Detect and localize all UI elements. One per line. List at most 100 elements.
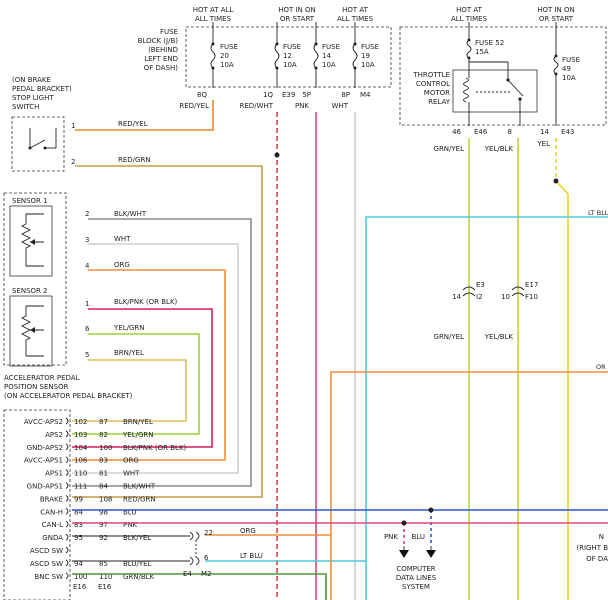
ecm-wire-label: GRN/BLK bbox=[123, 573, 155, 581]
sensor-1-pin-3: 3 bbox=[85, 236, 89, 244]
ecm-bottom-e4: E4 bbox=[183, 570, 192, 578]
ecm-terminal-icon bbox=[65, 417, 69, 425]
wire-label-wht-top: WHT bbox=[332, 102, 349, 110]
fuse-52-name: FUSE 52 bbox=[475, 39, 504, 47]
wire-label-brn-yel: BRN/YEL bbox=[114, 349, 144, 357]
ecm-wire-label: PNK bbox=[123, 521, 137, 529]
fuse-20-icon bbox=[210, 42, 216, 70]
fuse-52-icon bbox=[466, 38, 472, 60]
hot-in-on-header-2b: OR START bbox=[539, 15, 574, 23]
ecm-pin-a: 100 bbox=[74, 573, 87, 581]
ecm-pin-b: 108 bbox=[99, 495, 112, 503]
wire-org-right bbox=[205, 371, 608, 600]
data-line-pnk-label: PNK bbox=[384, 533, 398, 541]
hot-at-all-times-header-1b: ALL TIMES bbox=[195, 15, 232, 23]
ecm-bottom-m2: M2 bbox=[201, 570, 212, 578]
wire-label-red-yel-top: RED/YEL bbox=[179, 102, 209, 110]
data-lines-label-1: DATA LINES bbox=[396, 574, 437, 582]
ecm-pin-b: 92 bbox=[99, 534, 108, 542]
data-line-arrow-blu-icon bbox=[426, 546, 436, 558]
ecm-wire-label: BLK/YEL bbox=[123, 534, 151, 542]
fuse-14-name: FUSE bbox=[322, 43, 340, 51]
wire-blk-pnk bbox=[72, 308, 213, 448]
wire-label-blk-pnk: BLK/PNK (OR BLK) bbox=[114, 298, 178, 306]
wire-org bbox=[72, 269, 226, 461]
wire-blu bbox=[72, 507, 608, 546]
connector-e3-bottom: I2 bbox=[476, 293, 483, 301]
fuse-52-amp: 15A bbox=[475, 48, 489, 56]
fuse-14-num: 14 bbox=[322, 52, 331, 60]
sensor-2-label: SENSOR 2 bbox=[12, 287, 48, 295]
wire-label-red-yel: RED/YEL bbox=[118, 120, 148, 128]
fuse-19-icon bbox=[352, 42, 358, 70]
accel-label-0: ACCELERATOR PEDAL bbox=[4, 374, 80, 382]
ecm-pin-a: 84 bbox=[74, 508, 83, 516]
fuse-block-box bbox=[185, 26, 392, 88]
relay-terminal-e43: E43 bbox=[561, 128, 574, 136]
fuse-19-num: 19 bbox=[361, 52, 370, 60]
wire-label-grn-yel-mid: GRN/YEL bbox=[434, 333, 465, 341]
ecm-terminal-icon bbox=[65, 507, 69, 515]
brake-switch-label-2: STOP LIGHT bbox=[12, 94, 54, 102]
relay-label-1: CONTROL bbox=[416, 80, 450, 88]
ecm-wire-label: BLU/YEL bbox=[123, 560, 152, 568]
ecm-terminal-icon bbox=[65, 443, 69, 451]
hot-at-all-times-header-2b: ALL TIMES bbox=[337, 15, 374, 23]
brake-switch-label-1: PEDAL BRACKET) bbox=[12, 85, 72, 93]
ecm-pin-name: AVCC-APS2 bbox=[24, 418, 63, 426]
wire-blk-wht bbox=[72, 218, 252, 487]
ecm-pin-name: CAN-L bbox=[42, 521, 63, 529]
ecm-terminal-icon bbox=[65, 456, 69, 464]
fuse-block-label-1: BLOCK (J/B) bbox=[138, 37, 179, 45]
accel-label-1: POSITION SENSOR bbox=[4, 383, 69, 391]
throttle-control-motor-relay bbox=[452, 69, 538, 113]
stop-light-switch-icon bbox=[28, 128, 57, 150]
ecm-pin-b: 83 bbox=[99, 457, 108, 465]
ecm-wire-label: BLK/PNK (OR BLK) bbox=[123, 444, 187, 452]
ecm-pin-name: ASCD SW bbox=[30, 547, 63, 555]
ascd-pin-6: 6 bbox=[204, 554, 209, 562]
ecm-pin-a: 110 bbox=[74, 470, 87, 478]
fuse-12-name: FUSE bbox=[283, 43, 301, 51]
ecm-wire-label: BRN/YEL bbox=[123, 418, 153, 426]
ecm-wire-label: YEL/GRN bbox=[122, 431, 153, 439]
relay-terminal-e46: E46 bbox=[474, 128, 488, 136]
fuse-49-num: 49 bbox=[562, 65, 571, 73]
wire-label-lt-blu-right: LT BLU bbox=[588, 209, 608, 217]
ecm-pin-a: 106 bbox=[74, 457, 88, 465]
terminal-1q: 1Q bbox=[263, 91, 273, 99]
ecm-pin-name: APS1 bbox=[45, 470, 63, 478]
wire-red-wht bbox=[274, 112, 280, 600]
sensor-2-box bbox=[9, 295, 53, 367]
wire-label-org-ascd: ORG bbox=[240, 527, 256, 535]
connector-e17-icon bbox=[511, 286, 525, 297]
sensor-1-box bbox=[9, 205, 53, 277]
ecm-pin-name: GND-APS2 bbox=[27, 444, 63, 452]
ecm-pin-a: 111 bbox=[74, 483, 87, 491]
terminal-8p: 8P bbox=[341, 91, 350, 99]
ecm-pin-b: 97 bbox=[99, 521, 108, 529]
ecm-terminal-icon bbox=[65, 546, 69, 554]
fuse-20-name: FUSE bbox=[220, 43, 238, 51]
ecm-terminal-icon bbox=[65, 495, 69, 502]
sensor-1-potentiometer-icon bbox=[20, 213, 44, 267]
fuse-block-label-2: (BEHIND bbox=[148, 46, 178, 54]
brake-pin-1: 1 bbox=[71, 122, 75, 130]
ecm-pin-b: 100 bbox=[99, 444, 112, 452]
ecm-pin-name: APS2 bbox=[45, 431, 63, 439]
ecm-terminal-icon bbox=[65, 533, 69, 541]
data-line-blu-label: BLU bbox=[412, 533, 425, 541]
ecm-pin-b: 110 bbox=[99, 573, 112, 581]
ecm-pin-b: 81 bbox=[99, 470, 108, 478]
ascd-pin-22: 22 bbox=[204, 529, 213, 537]
relay-terminal-46: 46 bbox=[452, 128, 461, 136]
wire-yel bbox=[553, 138, 569, 600]
terminal-8q: 8Q bbox=[197, 91, 207, 99]
ecm-pin-a: 94 bbox=[74, 560, 83, 568]
sensor-2-potentiometer-icon bbox=[20, 305, 44, 357]
ecm-pin-b: 98 bbox=[99, 508, 108, 516]
wire-grn-blk bbox=[72, 573, 327, 600]
wire-label-wht: WHT bbox=[114, 235, 131, 243]
